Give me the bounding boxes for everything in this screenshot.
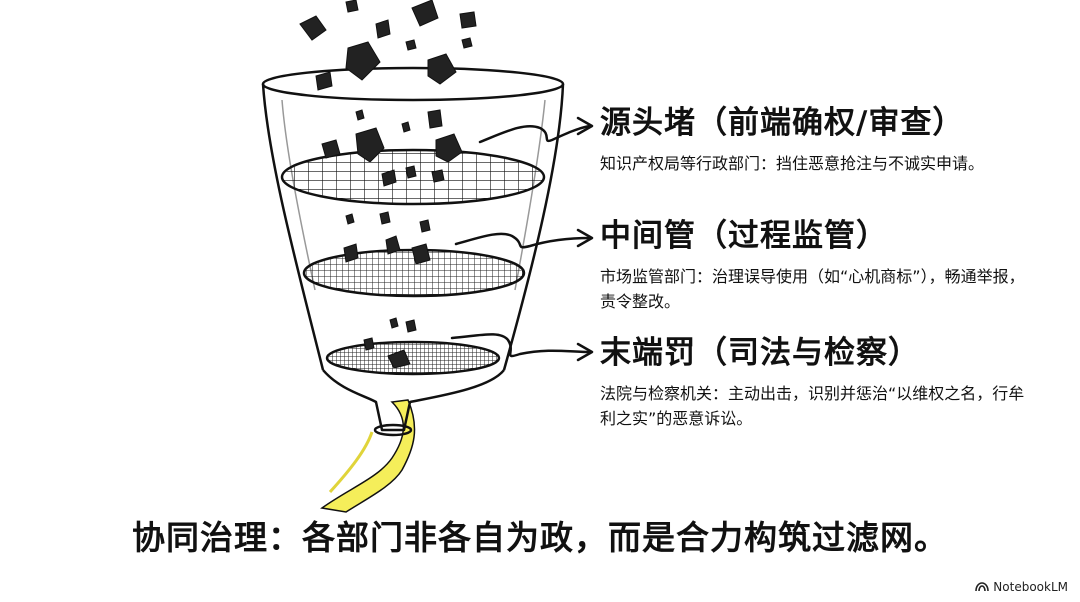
arrow-layer-2: [454, 232, 592, 249]
summary-caption: 协同治理：各部门非各自为政，而是合力构筑过滤网。: [132, 518, 948, 557]
layer-1-label: 源头堵（前端确权/审查） 知识产权局等行政部门：挡住恶意抢注与不诚实申请。: [600, 103, 1060, 176]
layer-2-label: 中间管（过程监管） 市场监管部门：治理误导使用（如“心机商标”），畅通举报，责令…: [600, 216, 1060, 314]
arrowhead-layer-3: [576, 342, 594, 362]
arrow-layer-3: [450, 333, 592, 358]
funnel-rim: [261, 66, 565, 102]
funnel: [261, 66, 565, 437]
layer-1-title: 源头堵（前端确权/审查）: [600, 105, 965, 141]
spout-opening: [373, 423, 413, 437]
stream-highlight: [328, 431, 374, 494]
debris-particles: [299, 0, 477, 369]
layer-2-title: 中间管（过程监管）: [600, 218, 888, 254]
layer-3-description: 法院与检察机关：主动出击，识别并惩治“以维权之名，行牟利之实”的恶意诉讼。: [600, 384, 1025, 428]
filtered-stream: [320, 399, 416, 513]
notebooklm-logo-icon: [975, 582, 990, 592]
layer-3-label: 末端罚（司法与检察） 法院与检察机关：主动出击，识别并惩治“以维权之名，行牟利之…: [600, 333, 1060, 431]
funnel-left-wall: [261, 83, 325, 371]
arrowhead-layer-1: [576, 116, 594, 136]
funnel-right-wall: [502, 83, 565, 371]
layer-3-title: 末端罚（司法与检察）: [600, 335, 920, 371]
filter-layer-3: [325, 340, 501, 376]
brand-name: NotebookLM: [993, 580, 1068, 594]
brand-watermark: NotebookLM: [975, 580, 1068, 594]
layer-1-description: 知识产权局等行政部门：挡住恶意抢注与不诚实申请。: [600, 154, 985, 173]
arrow-layer-1: [478, 124, 592, 144]
arrowhead-layer-2: [576, 228, 594, 248]
funnel-spout: [322, 369, 505, 432]
connector-arrows: [450, 116, 594, 362]
layer-2-description: 市场监管部门：治理误导使用（如“心机商标”），畅通举报，责令整改。: [600, 267, 1025, 311]
